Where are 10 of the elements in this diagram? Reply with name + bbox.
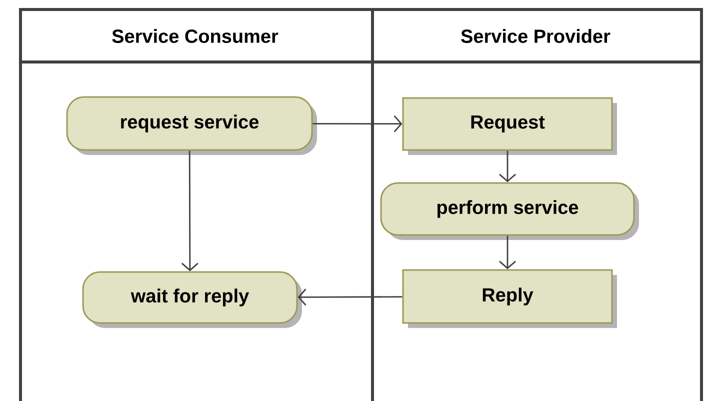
object-node: Request bbox=[402, 97, 617, 155]
action-node: wait for reply bbox=[82, 271, 302, 328]
object-node: Reply bbox=[402, 269, 617, 328]
arrow bbox=[312, 115, 402, 132]
arrow bbox=[499, 236, 516, 270]
arrow bbox=[181, 150, 198, 272]
arrow bbox=[499, 150, 516, 182]
action-node: perform service bbox=[380, 182, 639, 240]
arrow bbox=[298, 288, 402, 306]
action-node: request service bbox=[66, 96, 317, 155]
